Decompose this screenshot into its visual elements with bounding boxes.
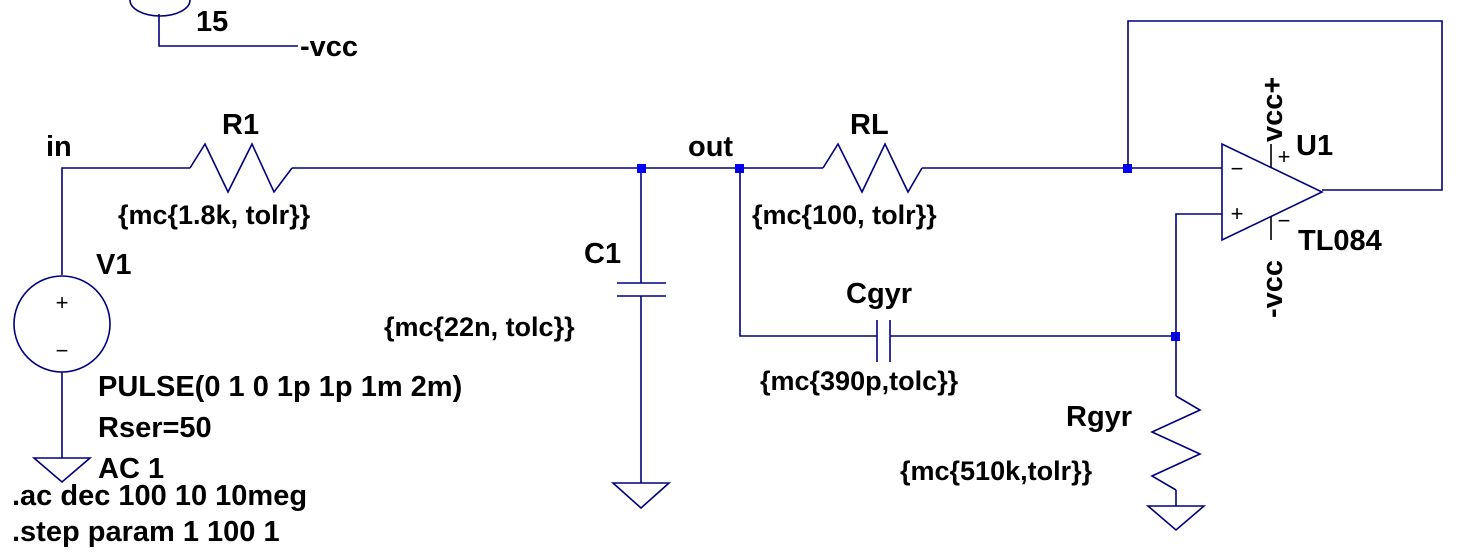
c1-value: {mc{22n, tolc}} bbox=[384, 312, 575, 342]
u1-model: TL084 bbox=[1298, 225, 1382, 257]
v1-pulse-value: PULSE(0 1 0 1p 1p 1m 2m) bbox=[98, 371, 462, 403]
net-label-vcc-neg: -vcc bbox=[300, 31, 358, 63]
junction-c1 bbox=[637, 164, 646, 173]
c1-ground-symbol bbox=[610, 482, 672, 510]
u1-inverting-sign: − bbox=[1231, 156, 1244, 181]
c1-name: C1 bbox=[584, 238, 621, 270]
wire-in bbox=[61, 167, 190, 275]
v1-minus-sign: − bbox=[56, 338, 69, 363]
rgyr-ground-symbol bbox=[1145, 505, 1207, 532]
top-source-body bbox=[129, 0, 191, 17]
directive-ac: .ac dec 100 10 10meg bbox=[12, 480, 307, 512]
top-source-value: 15 bbox=[196, 6, 228, 38]
cgyr-value: {mc{390p,tolc}} bbox=[760, 366, 959, 396]
rl-value: {mc{100, tolr}} bbox=[752, 200, 937, 230]
cgyr-name: Cgyr bbox=[846, 278, 912, 310]
v1-plus-sign: + bbox=[56, 290, 69, 315]
net-label-in: in bbox=[46, 131, 72, 163]
v1-ac: AC 1 bbox=[98, 453, 164, 485]
u1-vneg-net-label: -vcc bbox=[1257, 260, 1289, 318]
r1-resistor[interactable] bbox=[189, 142, 293, 194]
net-label-out: out bbox=[688, 131, 733, 163]
wire-vcc-neg bbox=[158, 14, 298, 47]
rl-name: RL bbox=[850, 109, 889, 141]
u1-vpos-net-label: vcc+ bbox=[1257, 77, 1289, 142]
v1-name: V1 bbox=[96, 249, 131, 281]
wire-out-to-cgyr bbox=[739, 168, 877, 337]
junction-feedback bbox=[1123, 164, 1132, 173]
u1-opamp[interactable] bbox=[1221, 142, 1324, 242]
rgyr-resistor[interactable] bbox=[1150, 395, 1202, 491]
u1-noninverting-sign: + bbox=[1231, 201, 1244, 226]
u1-name: U1 bbox=[1296, 130, 1333, 162]
rgyr-name: Rgyr bbox=[1066, 401, 1132, 433]
wire-feedback bbox=[1127, 20, 1443, 191]
r1-name: R1 bbox=[222, 109, 259, 141]
wire-plus-input bbox=[1175, 213, 1222, 396]
u1-supply-minus-sign: − bbox=[1278, 208, 1291, 233]
rl-resistor[interactable] bbox=[822, 142, 923, 194]
u1-supply-plus-sign: + bbox=[1278, 144, 1291, 169]
v1-rser: Rser=50 bbox=[98, 412, 212, 444]
v1-ground-symbol bbox=[31, 457, 93, 484]
rgyr-value: {mc{510k,tolr}} bbox=[900, 456, 1093, 486]
directive-step: .step param 1 100 1 bbox=[12, 516, 280, 548]
r1-value: {mc{1.8k, tolr}} bbox=[118, 200, 311, 230]
